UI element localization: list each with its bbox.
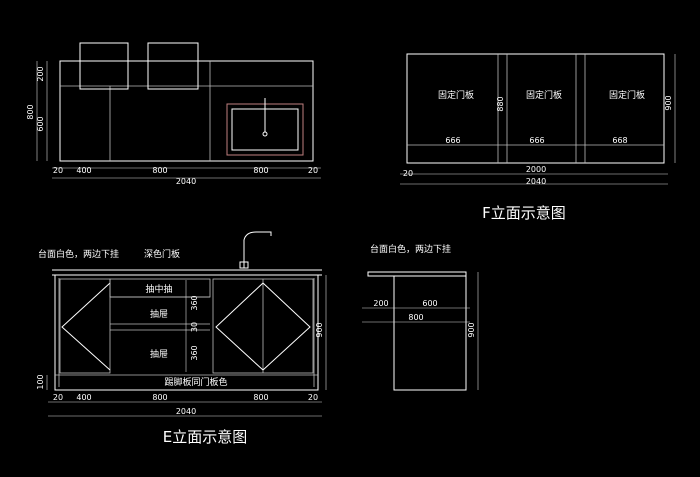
f-width-2: 666 (529, 136, 544, 145)
e-cabinet-outline (54, 274, 319, 391)
top-total: 2040 (176, 177, 196, 186)
e-title: E立面示意图 (163, 428, 247, 446)
f-panel-label-3: 固定门板 (609, 89, 645, 101)
e-dim-4: 800 (253, 393, 268, 402)
e-right-door-swing-1 (215, 282, 264, 371)
e-dim-1: 20 (53, 393, 63, 402)
f-elevation: 固定门板 固定门板 固定门板 666 666 668 880 900 20 20… (400, 53, 676, 222)
faucet-icon (243, 231, 272, 268)
f-title: F立面示意图 (482, 204, 566, 222)
top-dim-5: 20 (308, 166, 318, 175)
e-left-door (59, 278, 111, 374)
f-width-3: 668 (612, 136, 627, 145)
side-total: 800 (408, 313, 423, 322)
f-dim-mid: 2000 (526, 165, 546, 174)
e-note-door: 深色门板 (144, 248, 180, 260)
e-right-door-swing-2 (262, 282, 311, 371)
e-dim-3: 800 (152, 393, 167, 402)
f-width-1: 666 (445, 136, 460, 145)
e-kick-label: 踢脚板同门板色 (164, 376, 227, 388)
top-dim-2: 400 (76, 166, 91, 175)
e-left-door-swing (61, 282, 111, 371)
top-dim-3: 800 (152, 166, 167, 175)
e-elevation: 台面白色，两边下挂 深色门板 抽中抽 抽屉 抽屉 360 30 360 踢脚 (36, 231, 327, 446)
top-cabinet-outline (59, 60, 314, 162)
f-panel-label-1: 固定门板 (438, 89, 474, 101)
top-dim-1: 20 (53, 166, 63, 175)
top-height-600: 600 (36, 116, 45, 131)
drain-icon (262, 131, 268, 137)
e-dim-5: 20 (308, 393, 318, 402)
f-height-inner: 880 (496, 96, 505, 111)
top-height-200: 200 (36, 66, 45, 81)
f-panel-label-2: 固定门板 (526, 89, 562, 101)
top-elevation: 20 400 800 800 20 2040 800 200 600 (26, 42, 321, 186)
f-height-outer: 900 (664, 95, 673, 110)
top-dim-4: 800 (253, 166, 268, 175)
f-total: 2040 (526, 177, 546, 186)
e-height: 900 (315, 322, 324, 337)
e-drawer-dim-3: 360 (190, 345, 199, 360)
e-drawer-label-3: 抽屉 (150, 348, 168, 360)
side-countertop (367, 271, 467, 277)
side-dim-1: 200 (373, 299, 388, 308)
side-dim-2: 600 (422, 299, 437, 308)
e-drawer-dim-1: 360 (190, 295, 199, 310)
e-drawer-label-2: 抽屉 (150, 308, 168, 320)
side-note: 台面白色，两边下挂 (370, 243, 451, 255)
top-object-left (79, 42, 129, 90)
e-drawer-label-1: 抽中抽 (145, 283, 172, 295)
top-object-right (147, 42, 199, 90)
e-kick-height: 100 (36, 374, 45, 389)
side-height: 900 (467, 322, 476, 337)
faucet-base (239, 261, 249, 269)
e-drawer-dim-2: 30 (190, 322, 199, 332)
e-total: 2040 (176, 407, 196, 416)
e-dim-2: 400 (76, 393, 91, 402)
f-dim-left: 20 (403, 169, 413, 178)
side-cabinet (393, 275, 467, 391)
e-note-countertop: 台面白色，两边下挂 (38, 248, 119, 260)
f-outline (406, 53, 665, 164)
side-elevation: 台面白色，两边下挂 200 600 800 900 (362, 243, 479, 391)
top-height-800: 800 (26, 104, 35, 119)
